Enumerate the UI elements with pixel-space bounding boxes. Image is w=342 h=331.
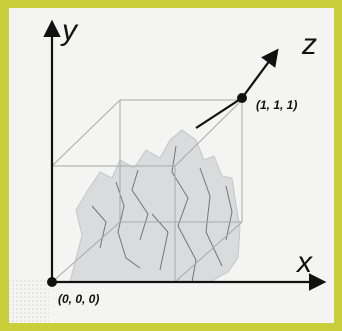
corner-coordinate-label: (1, 1, 1) xyxy=(256,98,297,112)
origin-coordinate-label: (0, 0, 0) xyxy=(58,292,99,306)
z-axis xyxy=(241,48,279,99)
y-axis-label: y xyxy=(60,14,79,47)
z-axis-segment xyxy=(195,97,243,129)
z-axis-label: z xyxy=(301,28,317,61)
rock-cracks xyxy=(91,145,233,283)
origin-point xyxy=(47,277,57,287)
unit-cube xyxy=(51,99,243,283)
dotted-corner xyxy=(9,280,49,323)
rock-specimen xyxy=(69,129,241,283)
corner-point xyxy=(237,93,247,103)
x-axis-label: x xyxy=(295,246,313,279)
